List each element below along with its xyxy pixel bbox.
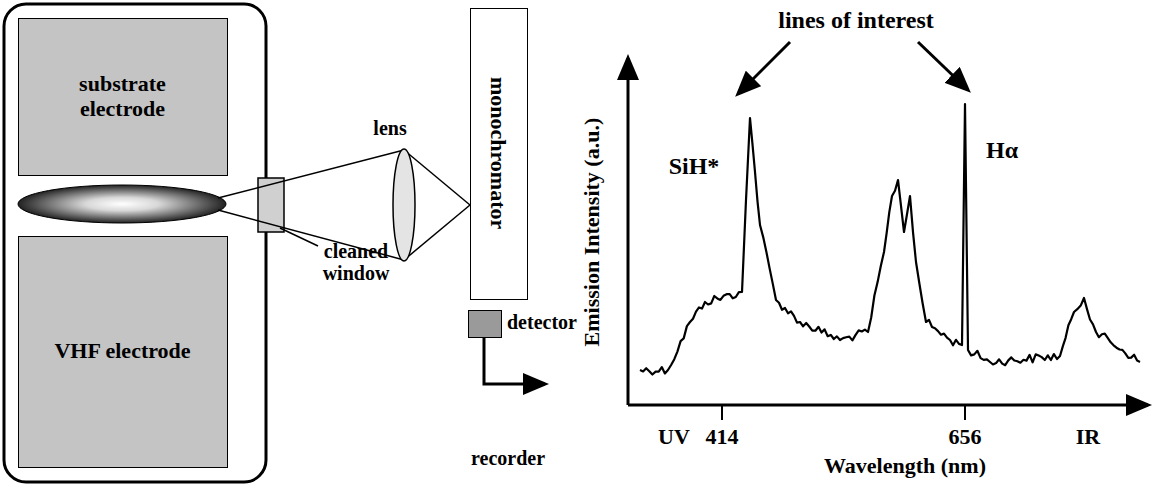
axis-tick-label: 414 <box>706 425 739 449</box>
detector-box: detector <box>468 310 502 338</box>
peak-label: SiH* <box>669 153 720 179</box>
plasma <box>18 185 226 223</box>
axis-tick-label: IR <box>1076 425 1100 449</box>
node-label: detector <box>507 311 577 333</box>
axis-title: Emission Intensity (a.u.) <box>580 118 604 347</box>
tick <box>964 405 966 420</box>
part-label: lens <box>373 117 406 139</box>
light-ray <box>218 150 404 198</box>
electrode-box: substrate electrode <box>18 18 228 176</box>
signal-arrow <box>484 338 545 384</box>
y-axis <box>627 58 630 405</box>
pointer-arrow <box>918 42 968 90</box>
spectrum-curve <box>640 104 1140 375</box>
part-label: cleaned window <box>311 240 401 284</box>
axis-title: Wavelength (nm) <box>824 454 986 478</box>
pointer-arrow <box>738 42 790 94</box>
node-label: substrate electrode <box>48 72 198 120</box>
axis-tick-label: UV <box>658 425 690 449</box>
part-label: recorder <box>471 447 545 469</box>
lens <box>393 149 415 261</box>
node-label: VHF electrode <box>48 339 198 363</box>
peak-label: Hα <box>986 137 1018 163</box>
monochromator-box: monochromator <box>470 8 528 300</box>
annotation: lines of interest <box>778 7 934 33</box>
chamber-wall <box>4 4 266 482</box>
tick <box>721 405 723 420</box>
electrode-box: VHF electrode <box>18 236 228 468</box>
node-label: monochromator <box>486 77 510 229</box>
leader-line <box>280 228 318 246</box>
axis-tick-label: 656 <box>949 425 982 449</box>
x-axis <box>628 404 1148 407</box>
